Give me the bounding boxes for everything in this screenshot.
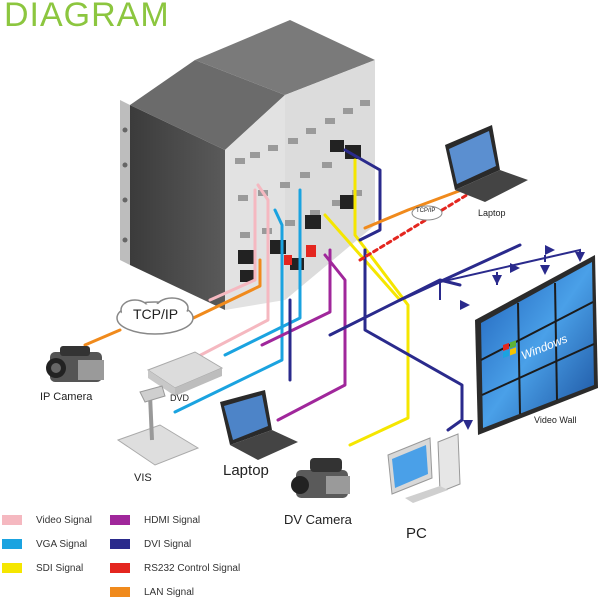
legend-item-hdmi: HDMI Signal xyxy=(110,513,200,527)
tcpip-cloud-small-icon xyxy=(411,205,443,221)
hdmi-signal-cable-2 xyxy=(260,248,332,347)
laptop-bottom-label: Laptop xyxy=(223,462,269,479)
dvi-signal-cable-pc xyxy=(363,248,464,432)
vga-signal-cable-laptop xyxy=(223,188,302,357)
legend-swatch-dvi xyxy=(110,539,130,549)
legend-label-hdmi: HDMI Signal xyxy=(144,514,201,526)
dvd-label: DVD xyxy=(170,393,190,403)
video-wall-label: Video Wall xyxy=(534,415,577,425)
video-signal-cable-ipcam xyxy=(208,188,257,302)
dvi-signal-cable-top xyxy=(343,148,382,242)
legend-label-video: Video Signal xyxy=(36,514,92,526)
laptop-top-label: Laptop xyxy=(478,208,506,218)
laptop-top-icon xyxy=(445,125,528,202)
legend-swatch-lan xyxy=(110,587,130,597)
visualizer-icon xyxy=(116,385,200,466)
legend-label-vga: VGA Signal xyxy=(36,538,88,550)
tcpip-cloud-large-label: TCP/IP xyxy=(133,306,179,322)
legend-item-dvi: DVI Signal xyxy=(110,537,191,551)
ip-camera-label: IP Camera xyxy=(40,391,93,403)
video-wall xyxy=(475,255,598,435)
legend-label-lan: LAN Signal xyxy=(144,586,195,598)
legend-item-video: Video Signal xyxy=(2,513,92,527)
windows-logo-icon xyxy=(503,340,516,358)
matrix-switcher-chassis xyxy=(120,20,375,310)
dv-camera-label: DV Camera xyxy=(284,512,352,527)
pc-label: PC xyxy=(406,525,427,542)
dvd-player-icon xyxy=(146,351,224,396)
pc-icon xyxy=(387,433,461,503)
laptop-bottom-icon xyxy=(220,390,298,460)
video-signal-cable xyxy=(193,183,270,360)
hdmi-signal-cable xyxy=(276,253,347,422)
dvi-signal-cable-wall-2 xyxy=(398,243,522,302)
diagram-title: DIAGRAM xyxy=(4,0,170,34)
legend-swatch-vga xyxy=(2,539,22,549)
tcpip-cloud-large-icon xyxy=(116,297,194,335)
legend-swatch-hdmi xyxy=(110,515,130,525)
vis-label: VIS xyxy=(134,472,152,484)
legend-item-lan: LAN Signal xyxy=(110,585,194,599)
dvi-signal-cable-wall xyxy=(328,278,462,337)
lan-signal-cable-laptop xyxy=(363,183,477,230)
legend-label-sdi: SDI Signal xyxy=(36,562,84,574)
legend-label-dvi: DVI Signal xyxy=(144,538,192,550)
dv-camera-icon xyxy=(291,458,350,498)
legend-swatch-rs232 xyxy=(110,563,130,573)
tcpip-cloud-small-label: TCP/IP xyxy=(416,208,436,214)
legend-swatch-video xyxy=(2,515,22,525)
legend-swatch-sdi xyxy=(2,563,22,573)
lan-signal-cable-ipcam xyxy=(83,258,262,347)
rs232-control-cable xyxy=(358,188,477,262)
ip-camera-icon xyxy=(46,346,104,382)
legend-item-vga: VGA Signal xyxy=(2,537,87,551)
vga-signal-cable-vis xyxy=(173,208,284,414)
legend-label-rs232: RS232 Control Signal xyxy=(144,562,241,574)
legend-item-sdi: SDI Signal xyxy=(2,561,83,575)
legend-item-rs232: RS232 Control Signal xyxy=(110,561,240,575)
sdi-signal-cable xyxy=(348,158,410,447)
